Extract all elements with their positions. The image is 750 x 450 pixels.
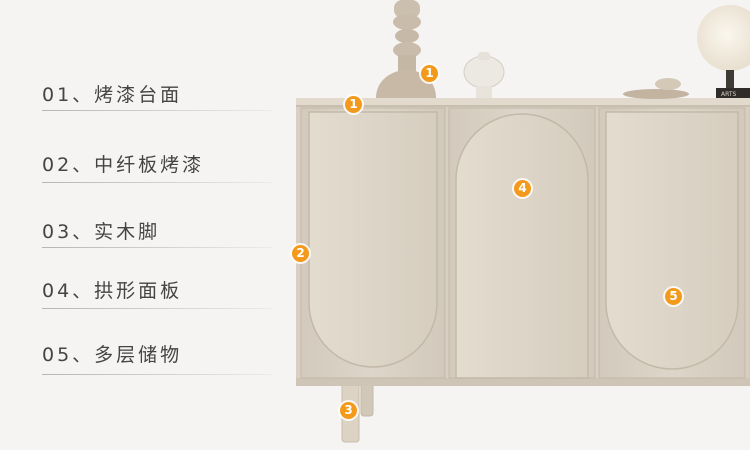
feature-label: 02、中纤板烤漆 xyxy=(42,154,205,176)
feature-item-arch-panel: 04、拱形面板 xyxy=(42,276,272,309)
marker-2-side-panel: 2 xyxy=(292,245,309,262)
decor-tray xyxy=(623,78,689,99)
marker-1-countertop: 1 xyxy=(345,96,362,113)
marker-3-leg: 3 xyxy=(340,402,357,419)
divider xyxy=(42,308,272,309)
feature-label: 05、多层储物 xyxy=(42,344,183,366)
marker-1-vase: 1 xyxy=(421,65,438,82)
divider xyxy=(42,182,272,183)
feature-list: 01、烤漆台面 02、中纤板烤漆 03、实木脚 04、拱形面板 05、多层储物 xyxy=(0,0,300,446)
feature-label: 04、拱形面板 xyxy=(42,280,183,302)
marker-4-arch-panel: 4 xyxy=(514,180,531,197)
book-spine-text: ARTS xyxy=(721,91,737,98)
feature-item-multi-storage: 05、多层储物 xyxy=(42,340,272,375)
sideboard-body xyxy=(296,98,750,386)
feature-item-countertop: 01、烤漆台面 xyxy=(42,80,272,111)
stacked-vase xyxy=(376,0,436,98)
divider xyxy=(42,374,272,375)
feature-label: 03、实木脚 xyxy=(42,221,161,243)
divider xyxy=(42,247,272,248)
table-lamp: ARTS xyxy=(697,5,750,98)
feature-item-solid-wood-legs: 03、实木脚 xyxy=(42,217,272,248)
marker-5-storage: 5 xyxy=(665,288,682,305)
feature-label: 01、烤漆台面 xyxy=(42,84,183,106)
white-vase xyxy=(463,52,505,98)
divider xyxy=(42,110,272,111)
feature-item-mdf-lacquer: 02、中纤板烤漆 xyxy=(42,150,272,183)
